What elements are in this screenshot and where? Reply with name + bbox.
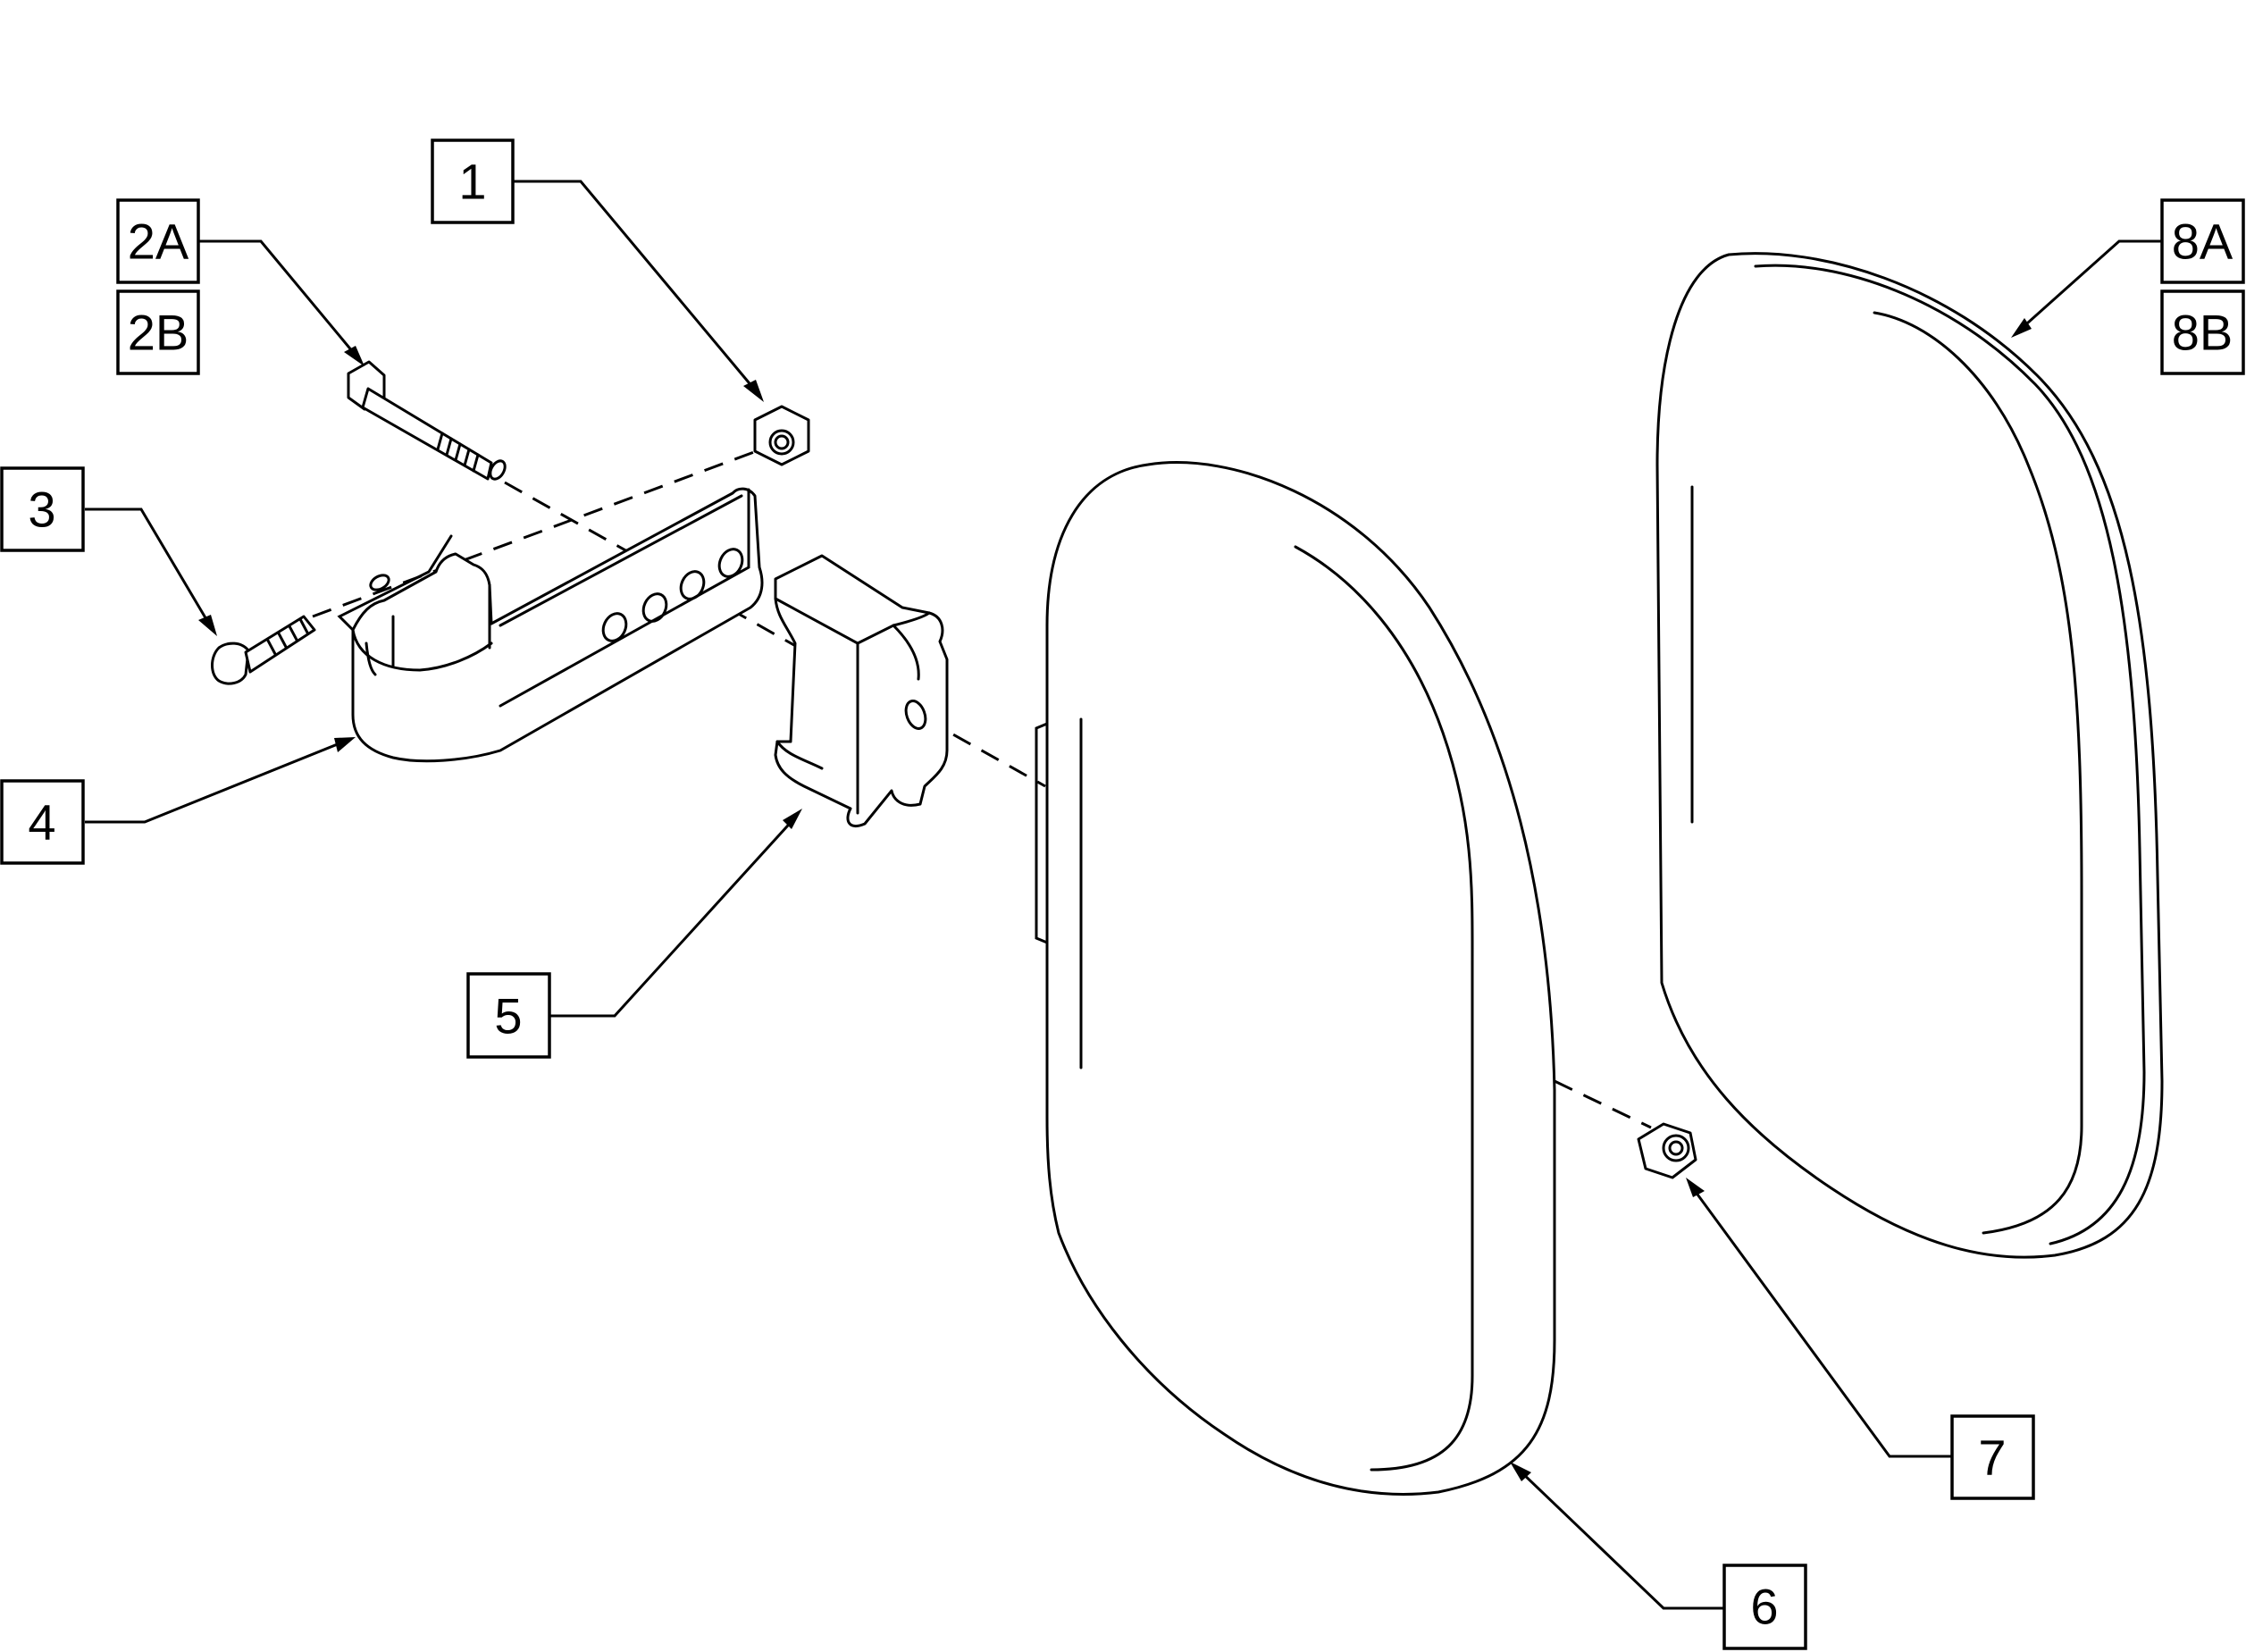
clamp-bracket-icon (337, 487, 764, 763)
callout-5: 5 (466, 972, 551, 1059)
leader-8a (2018, 239, 2162, 332)
callout-1: 1 (431, 138, 515, 224)
hex-bolt-short-icon (211, 615, 316, 685)
callout-8a: 8A (2160, 198, 2245, 284)
callout-8b-label: 8B (2172, 305, 2233, 361)
leader-1 (514, 180, 759, 394)
callout-2b-label: 2B (128, 305, 189, 361)
arrowhead-2a (344, 346, 365, 366)
armrest-pad-icon (1035, 461, 1556, 1496)
pad-mount-block-icon (774, 554, 949, 828)
arrowhead-5 (783, 809, 802, 829)
callout-2b: 2B (116, 289, 200, 375)
arrowhead-1 (743, 380, 764, 402)
leader-5 (549, 816, 797, 1018)
leader-2a (198, 239, 359, 358)
hex-bolt-long-icon (347, 360, 507, 481)
arrowhead-3 (198, 615, 217, 636)
axis-line-bolt3-to-nut1 (312, 445, 769, 618)
callout-1-label: 1 (458, 154, 486, 210)
callout-4-label: 4 (28, 794, 55, 851)
callout-8a-label: 8A (2172, 214, 2233, 270)
callout-3-label: 3 (28, 482, 55, 538)
arrowhead-7 (1686, 1178, 1705, 1197)
callout-2a: 2A (116, 198, 200, 284)
arrowhead-8a (2011, 318, 2032, 338)
assembly-axis-lines (312, 445, 1652, 1129)
leader-6 (1517, 1468, 1724, 1610)
hex-nut-icon (1637, 1122, 1697, 1179)
callout-4: 4 (0, 779, 85, 865)
callout-5-label: 5 (494, 988, 522, 1044)
callout-2a-label: 2A (128, 214, 189, 270)
leader-lines (85, 180, 2162, 1610)
callout-8b: 8B (2160, 289, 2245, 375)
leader-3 (85, 507, 212, 626)
callout-6: 6 (1722, 1564, 1807, 1650)
hex-nut-icon (753, 405, 810, 466)
callout-7: 7 (1950, 1414, 2035, 1500)
callout-3: 3 (0, 466, 85, 552)
callout-7-label: 7 (1978, 1430, 2006, 1486)
leader-7 (1691, 1187, 1952, 1458)
callout-6-label: 6 (1750, 1579, 1778, 1635)
arrowhead-4 (334, 737, 356, 752)
axis-line-pad-to-nut7 (1554, 1079, 1652, 1129)
armrest-pad-icon (1655, 252, 2164, 1259)
axis-line-bolt-to-block (504, 481, 1046, 788)
arrowhead-6 (1510, 1462, 1531, 1481)
leader-4 (85, 740, 345, 824)
